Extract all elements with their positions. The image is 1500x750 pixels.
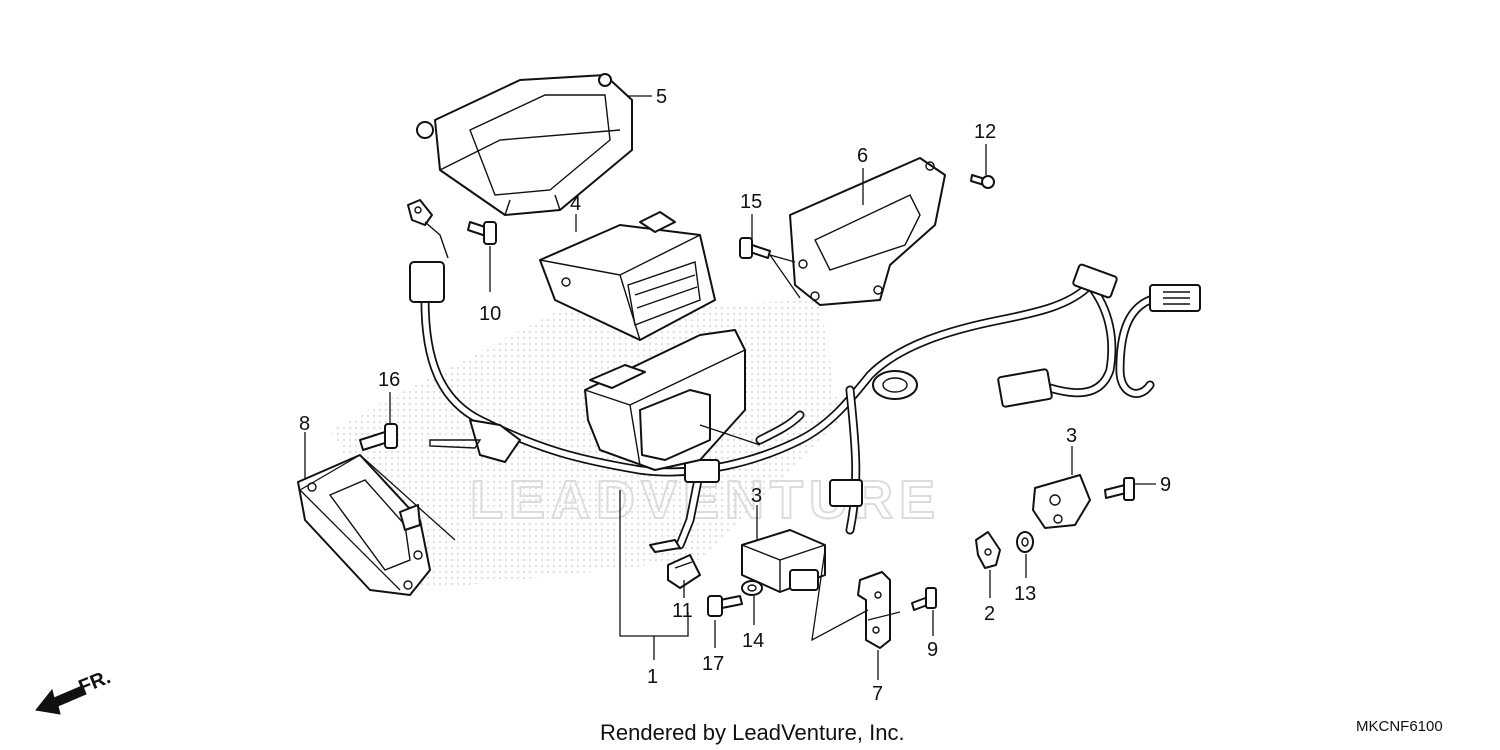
part-3-sensor-center[interactable] xyxy=(741,529,826,593)
callout-4[interactable]: 4 xyxy=(570,193,581,215)
part-7-bracket[interactable] xyxy=(857,571,891,649)
part-10-bolt[interactable] xyxy=(467,221,497,245)
part-13-washer[interactable] xyxy=(1016,531,1034,553)
central-ecu-unit[interactable] xyxy=(584,329,761,471)
footer-credit: Rendered by LeadVenture, Inc. xyxy=(600,720,905,745)
callout-12[interactable]: 12 xyxy=(974,121,996,143)
part-3-sensor-right[interactable] xyxy=(1032,474,1091,529)
part-4-module[interactable] xyxy=(539,211,716,341)
callout-11[interactable]: 11 xyxy=(672,600,693,622)
part-2-small-bracket[interactable] xyxy=(975,531,1001,569)
front-arrow-icon xyxy=(35,685,87,715)
callout-3-center[interactable]: 3 xyxy=(751,485,762,507)
part-14-washer[interactable] xyxy=(741,580,763,596)
part-8-bracket-plate[interactable] xyxy=(297,454,431,596)
part-15-bolt[interactable] xyxy=(739,237,771,259)
part-9-bolt-right[interactable] xyxy=(1104,477,1135,501)
callout-labels: 1 2 3 3 4 5 6 7 8 9 9 10 11 12 13 14 15 … xyxy=(299,86,1171,705)
callout-16[interactable]: 16 xyxy=(378,369,400,391)
part-6-plate[interactable] xyxy=(789,157,946,306)
front-label: FR. xyxy=(76,666,114,698)
callout-13[interactable]: 13 xyxy=(1014,583,1036,605)
callout-1[interactable]: 1 xyxy=(647,666,658,688)
callout-14[interactable]: 14 xyxy=(742,630,764,652)
leader-lines xyxy=(299,95,1156,680)
callout-5[interactable]: 5 xyxy=(656,86,667,108)
part-16-bolt[interactable] xyxy=(359,423,398,451)
callout-17[interactable]: 17 xyxy=(702,653,724,675)
front-direction-indicator: FR. xyxy=(35,666,114,715)
diagram-code: MKCNF6100 xyxy=(1356,718,1443,735)
callout-3-right[interactable]: 3 xyxy=(1066,425,1077,447)
callout-7[interactable]: 7 xyxy=(872,683,883,705)
part-9-bolt-lower[interactable] xyxy=(911,587,937,611)
callout-9-right[interactable]: 9 xyxy=(1160,474,1171,496)
callout-6[interactable]: 6 xyxy=(857,145,868,167)
callout-9-lower[interactable]: 9 xyxy=(927,639,938,661)
callout-2[interactable]: 2 xyxy=(984,603,995,625)
part-11-clip[interactable] xyxy=(667,554,701,589)
callout-15[interactable]: 15 xyxy=(740,191,762,213)
part-5-housing[interactable] xyxy=(416,73,633,216)
part-1-wire-harness[interactable] xyxy=(407,199,1201,553)
callout-8[interactable]: 8 xyxy=(299,413,310,435)
part-17-bolt[interactable] xyxy=(707,595,743,617)
callout-10[interactable]: 10 xyxy=(479,303,501,325)
part-12-screw[interactable] xyxy=(970,174,995,189)
